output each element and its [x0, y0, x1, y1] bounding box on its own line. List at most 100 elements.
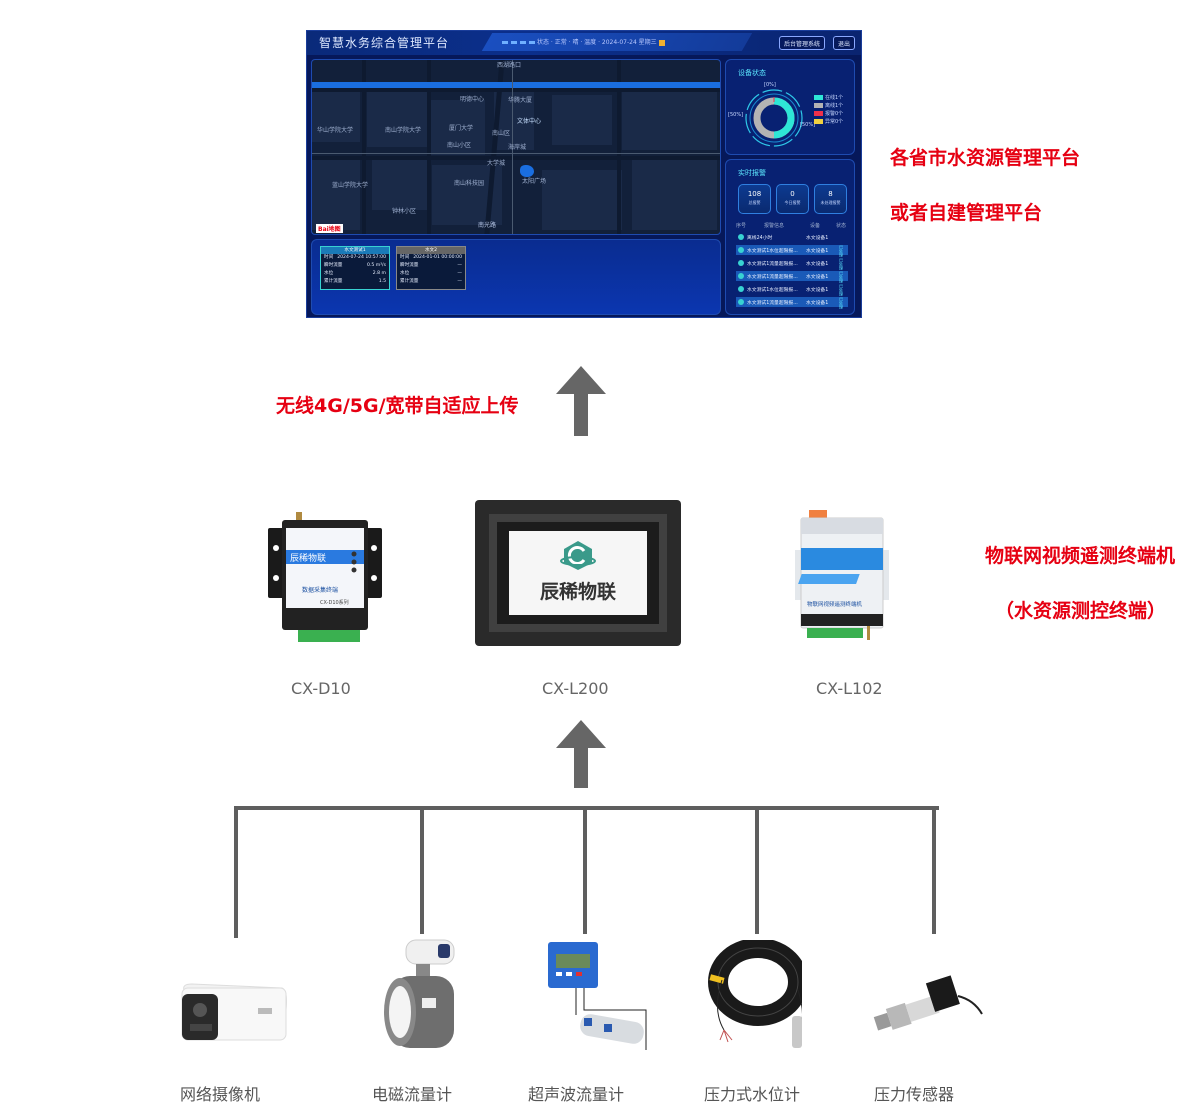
alarm-info: 离线24小时 [747, 236, 773, 241]
map-poi: 华山学院大学 [317, 127, 354, 134]
alarm-device: 水文设备1 [806, 288, 829, 293]
alarm-status: 已处理 [839, 284, 844, 296]
map-view[interactable]: 西湖路口 明德中心 华腾大厦 华山学院大学 南山学院大学 厦门大学 南山区 南山… [311, 59, 721, 235]
connector-line [234, 806, 238, 938]
backend-button[interactable]: 后台管理系统 [779, 36, 826, 50]
legend-swatch [814, 119, 823, 124]
lake [520, 165, 534, 177]
alarm-row[interactable]: 水文测试1水位超限报... 水文设备1 已处理 [736, 284, 848, 296]
river [312, 82, 720, 88]
legend-swatch [814, 103, 823, 108]
device-status-panel: 设备状态 [0%] [50%] [50%] 在线1个 离线1个 报警0个 异常0… [725, 59, 855, 155]
weather-icon [658, 39, 665, 46]
map-poi: 海岸城 [508, 144, 527, 151]
map-poi: 南光路 [478, 222, 497, 229]
pressure-level-meter-image [708, 940, 802, 1048]
alarm-row-icon [738, 273, 744, 279]
legend-item: 报警0个 [814, 110, 843, 117]
connector-line [583, 806, 587, 934]
sensor-label: 压力传感器 [874, 1085, 955, 1104]
arrow-up-icon [556, 720, 606, 788]
map-poi: 华腾大厦 [508, 97, 533, 104]
alarm-info: 水文测试1流量超限报... [747, 301, 798, 306]
alarm-row-icon [738, 260, 744, 266]
map-poi: 大学城 [487, 160, 506, 167]
alarm-info: 水文测试1流量超限报... [747, 262, 798, 267]
legend-item: 异常0个 [814, 118, 843, 125]
device-label-cx-d10: CX-D10 [291, 679, 351, 698]
alarm-row[interactable]: 离线24小时 水文设备1 [736, 232, 848, 242]
status-donut-chart [745, 89, 803, 147]
sensor-label: 超声波流量计 [528, 1085, 625, 1104]
sensor-label: 压力式水位计 [704, 1085, 801, 1104]
platform-label-2: 或者自建管理平台 [890, 202, 1043, 224]
legend-item: 在线1个 [814, 94, 843, 101]
map-poi: 明德中心 [460, 96, 485, 103]
alarm-row[interactable]: 水文测试1流量超限报... 水文设备1 已处理 [736, 258, 848, 270]
alarm-device: 水文设备1 [806, 301, 829, 306]
map-poi: 南山区 [492, 130, 511, 137]
logout-button[interactable]: 退出 [833, 36, 856, 50]
pct-label: [50%] [728, 112, 744, 118]
alarm-device: 水文设备1 [806, 262, 829, 267]
alarm-status: 已处理 [839, 271, 844, 283]
alarm-row-icon [738, 234, 744, 240]
alarm-status: 已处理 [839, 245, 844, 257]
device-cx-l200-image: 辰稀物联 [475, 500, 681, 646]
connector-line [420, 806, 424, 934]
device-label-cx-l102: CX-L102 [816, 679, 883, 698]
device-cx-l102-image: 物联网视频遥测终端机 [795, 510, 889, 640]
header-dots-decoration [502, 41, 536, 44]
device-brand-text: 辰稀物联 [290, 552, 326, 564]
device-brand-text: 辰稀物联 [539, 581, 616, 603]
svg-text:数据采集终端: 数据采集终端 [302, 586, 338, 594]
electromagnetic-flowmeter-image [384, 939, 455, 1048]
chenxi-logo-icon [560, 541, 596, 570]
pct-label: [50%] [800, 122, 816, 128]
legend-swatch [814, 111, 823, 116]
connector-line [932, 806, 936, 934]
alarm-row-icon [738, 299, 744, 305]
map-poi: 钟林小区 [392, 208, 417, 215]
terminal-label-1: 物联网视频遥测终端机 [985, 545, 1176, 567]
dashboard-title: 智慧水务综合管理平台 [319, 36, 450, 50]
alarm-status: 已处理 [839, 297, 844, 309]
alarm-row[interactable]: 水文测试1流量超限报... 水文设备1 已处理 [736, 271, 848, 283]
header-info: 状态 · 正常 · 晴 · 温度 · 2024-07-24 星期三 [537, 37, 665, 46]
map-poi: 南山科技园 [454, 180, 485, 187]
map-poi: 厦门大学 [449, 125, 474, 132]
arrow-up-icon [556, 366, 606, 436]
alarm-info: 水文测试1流量超限报... [747, 275, 798, 280]
alarm-device: 水文设备1 [806, 275, 829, 280]
ultrasonic-flowmeter-image [548, 942, 647, 1050]
svg-text:物联网视频遥测终端机: 物联网视频遥测终端机 [807, 600, 863, 608]
device-cx-d10-image: 辰稀物联 数据采集终端 CX-D10系列 [268, 512, 382, 642]
dashboard-screenshot: 智慧水务综合管理平台 状态 · 正常 · 晴 · 温度 · 2024-07-24… [306, 30, 862, 318]
pct-label: [0%] [764, 82, 776, 88]
platform-label-1: 各省市水资源管理平台 [890, 147, 1081, 169]
map-poi: 太阳广场 [522, 178, 547, 185]
legend-item: 离线1个 [814, 102, 843, 109]
alarm-status: 已处理 [839, 258, 844, 270]
alarm-info: 水文测试1水位超限报... [747, 288, 798, 293]
alarm-info: 水文测试1水位超限报... [747, 249, 798, 254]
map-brand-logo: Bai地图 [316, 224, 343, 233]
alarm-device: 水文设备1 [806, 236, 829, 241]
alarm-row[interactable]: 水文测试1流量超限报... 水文设备1 已处理 [736, 297, 848, 309]
sensor-label: 电磁流量计 [372, 1085, 453, 1104]
network-camera-image [181, 983, 287, 1041]
connector-line [755, 806, 759, 934]
svg-text:CX-D10系列: CX-D10系列 [320, 599, 349, 606]
sensor-label: 网络摄像机 [180, 1085, 261, 1104]
dashboard-header: 智慧水务综合管理平台 状态 · 正常 · 晴 · 温度 · 2024-07-24… [307, 31, 861, 55]
device-label-cx-l200: CX-L200 [542, 679, 609, 698]
panel-title: 设备状态 [738, 69, 766, 77]
